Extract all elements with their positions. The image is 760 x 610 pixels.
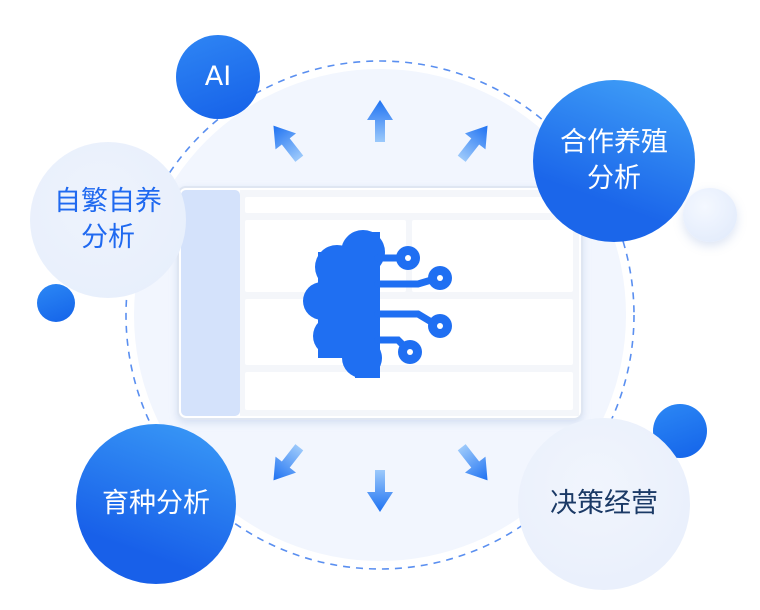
node-decision-label: 决策经营	[550, 487, 658, 519]
node-ai-label: AI	[204, 60, 232, 92]
node-cooperative-breeding-analysis: 合作养殖 分析	[533, 80, 695, 242]
screen-card	[245, 372, 573, 410]
screen-sidebar	[181, 190, 240, 416]
decorative-dot	[37, 284, 75, 322]
node-breeding-analysis: 育种分析	[76, 424, 236, 584]
node-self-breeding-label-line1: 自繁自养	[54, 185, 162, 217]
node-cooperative-label-line2: 分析	[587, 163, 641, 194]
arrow-icon-down-right	[457, 444, 488, 481]
node-decision-management: 决策经营	[518, 418, 690, 590]
node-ai: AI	[176, 35, 260, 119]
node-self-breeding-label-line2: 分析	[81, 222, 135, 253]
arrow-icon-down	[367, 470, 393, 512]
ai-brain-icon	[303, 230, 452, 378]
node-breeding-label: 育种分析	[102, 487, 210, 519]
arrow-icon-down-left	[273, 444, 304, 481]
arrow-icon-up-right	[457, 125, 488, 162]
node-cooperative-label-line1: 合作养殖	[560, 126, 668, 158]
node-self-breeding-analysis: 自繁自养 分析	[30, 142, 186, 298]
arrow-icon-up-left	[273, 125, 304, 162]
screen-header-bar	[245, 197, 573, 213]
decorative-dot	[683, 188, 737, 242]
orbit-ring	[125, 60, 635, 570]
screen-card	[412, 220, 573, 292]
arrow-icon-up	[367, 100, 393, 142]
